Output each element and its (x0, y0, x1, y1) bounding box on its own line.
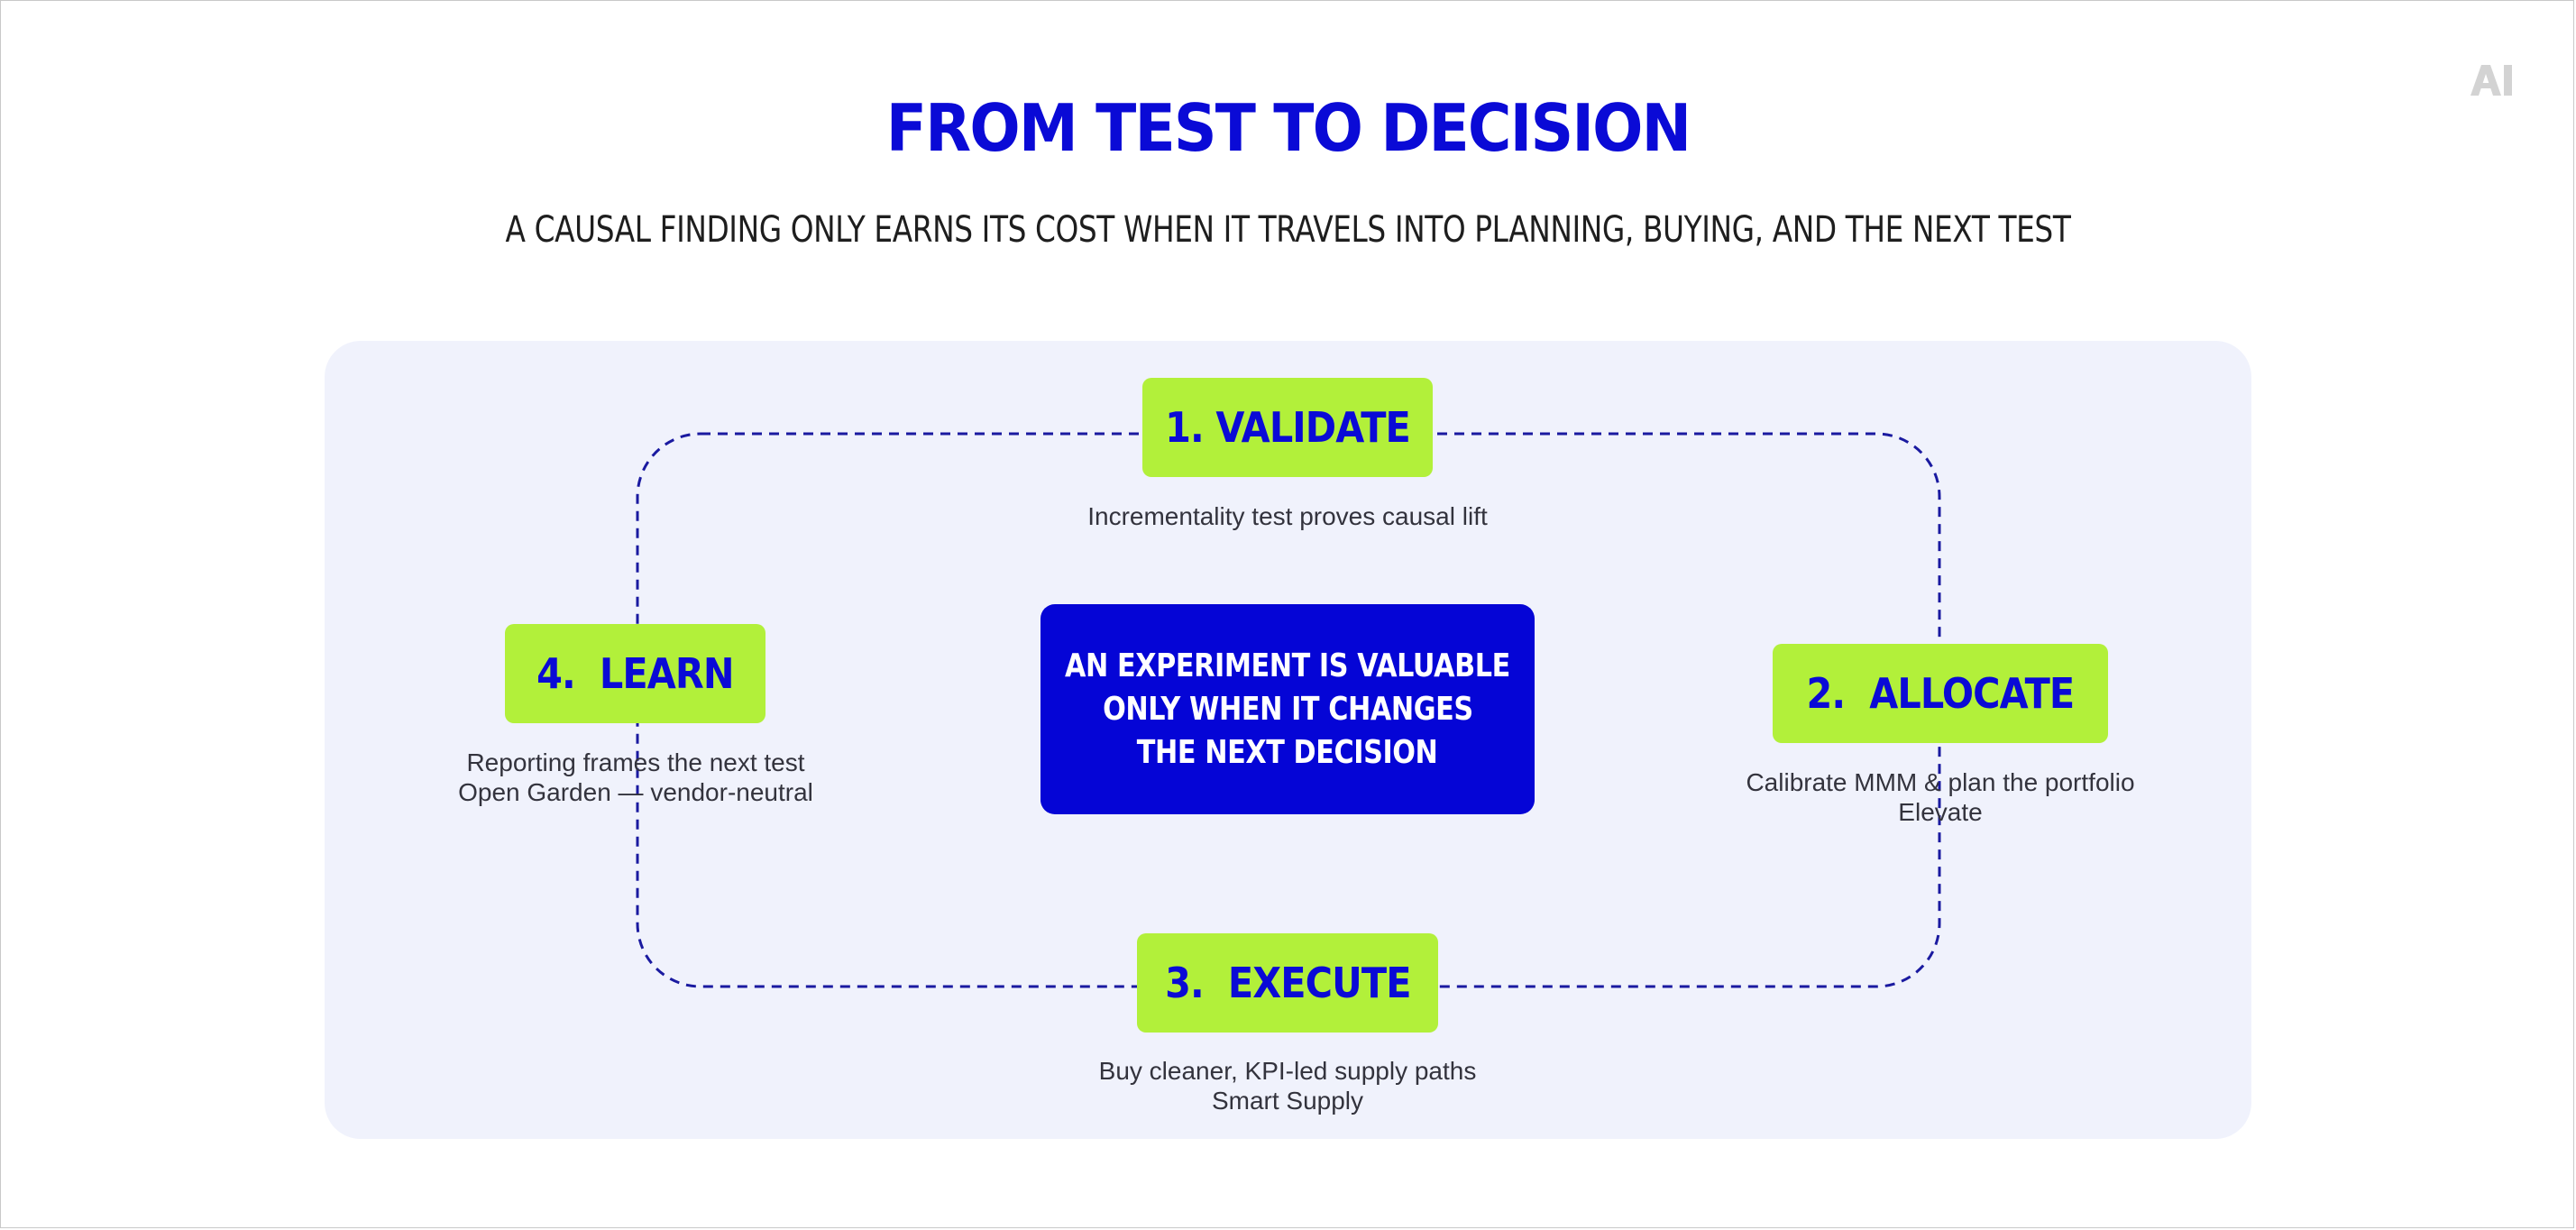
step-validate-label: 1. VALIDATE (1165, 403, 1411, 452)
step-learn-desc-line: Reporting frames the next test (466, 748, 805, 776)
step-allocate-desc-line: Elevate (1898, 798, 1983, 826)
step-allocate-desc-line: Calibrate MMM & plan the portfolio (1746, 768, 2135, 796)
step-execute-desc-line: Smart Supply (1211, 1087, 1364, 1115)
center-message: AN EXPERIMENT IS VALUABLE ONLY WHEN IT C… (1040, 604, 1535, 814)
step-validate-desc-line: Incrementality test proves causal lift (1087, 502, 1488, 530)
step-execute-desc: Buy cleaner, KPI-led supply paths Smart … (972, 1056, 1603, 1115)
step-execute-label: 3. EXECUTE (1164, 959, 1411, 1007)
page-title: FROM TEST TO DECISION (885, 90, 1691, 166)
center-message-line: ONLY WHEN IT CHANGES (1102, 690, 1473, 728)
step-execute-desc-line: Buy cleaner, KPI-led supply paths (1098, 1057, 1477, 1085)
step-learn-desc: Reporting frames the next test Open Gard… (365, 748, 906, 807)
step-validate: 1. VALIDATE (1142, 378, 1433, 477)
page-subtitle: A CAUSAL FINDING ONLY EARNS ITS COST WHE… (505, 209, 2071, 251)
step-allocate-desc: Calibrate MMM & plan the portfolio Eleva… (1670, 767, 2211, 827)
step-learn-desc-line: Open Garden — vendor-neutral (458, 778, 813, 806)
step-allocate-label: 2. ALLOCATE (1806, 669, 2076, 718)
step-execute: 3. EXECUTE (1137, 933, 1438, 1033)
step-allocate: 2. ALLOCATE (1773, 644, 2108, 743)
ai-logo-icon: AI (2471, 65, 2512, 96)
step-validate-desc: Incrementality test proves causal lift (972, 501, 1603, 531)
step-learn-label: 4. LEARN (536, 649, 734, 698)
center-message-line: THE NEXT DECISION (1137, 733, 1438, 771)
step-learn: 4. LEARN (505, 624, 765, 723)
center-message-line: AN EXPERIMENT IS VALUABLE (1065, 647, 1510, 684)
